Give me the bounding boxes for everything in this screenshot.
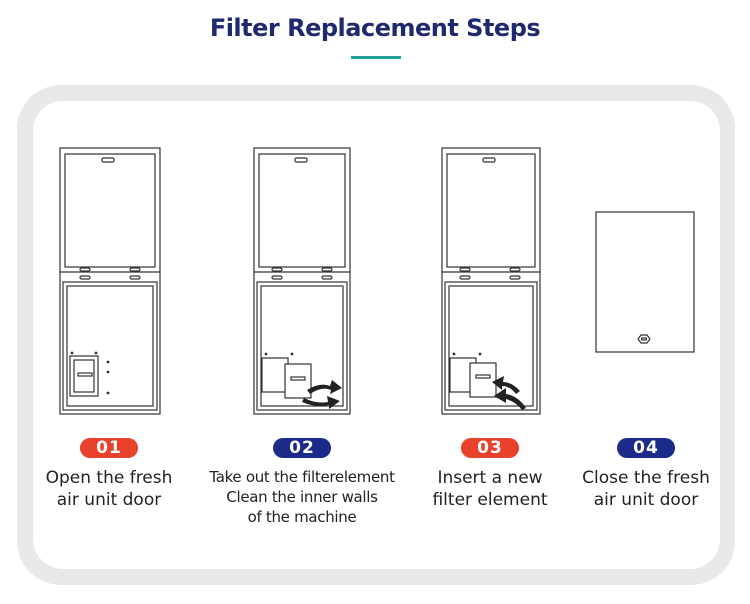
step-4-badge: 04 — [617, 438, 675, 458]
step-2-caption-line: of the machine — [247, 508, 357, 526]
step-3-illustration — [441, 147, 541, 415]
step-2-badge: 02 — [273, 438, 331, 458]
step-3-caption-line: Insert a new — [437, 468, 543, 488]
step-2-caption: Take out the filterelement Clean the inn… — [192, 467, 412, 527]
step-2-caption-line: Clean the inner walls — [226, 488, 378, 506]
step-4-illustration — [595, 211, 695, 353]
step-1-caption: Open the fresh air unit door — [0, 467, 219, 511]
step-4-caption-line: Close the fresh — [582, 468, 710, 488]
step-1-caption-line: air unit door — [56, 490, 162, 510]
page-title: Filter Replacement Steps — [209, 14, 541, 42]
step-1-illustration — [59, 147, 161, 415]
panel — [33, 101, 720, 569]
step-3-caption-line: filter element — [432, 490, 548, 510]
step-3-badge: 03 — [461, 438, 519, 458]
step-2-illustration — [253, 147, 351, 415]
step-1-badge: 01 — [80, 438, 138, 458]
step-2-caption-line: Take out the filterelement — [209, 468, 395, 486]
step-4-caption-line: air unit door — [593, 490, 699, 510]
title-underline — [351, 56, 401, 59]
step-4-caption: Close the fresh air unit door — [536, 467, 750, 511]
step-3-caption: Insert a new filter element — [380, 467, 600, 511]
step-1-caption-line: Open the fresh — [45, 468, 173, 488]
